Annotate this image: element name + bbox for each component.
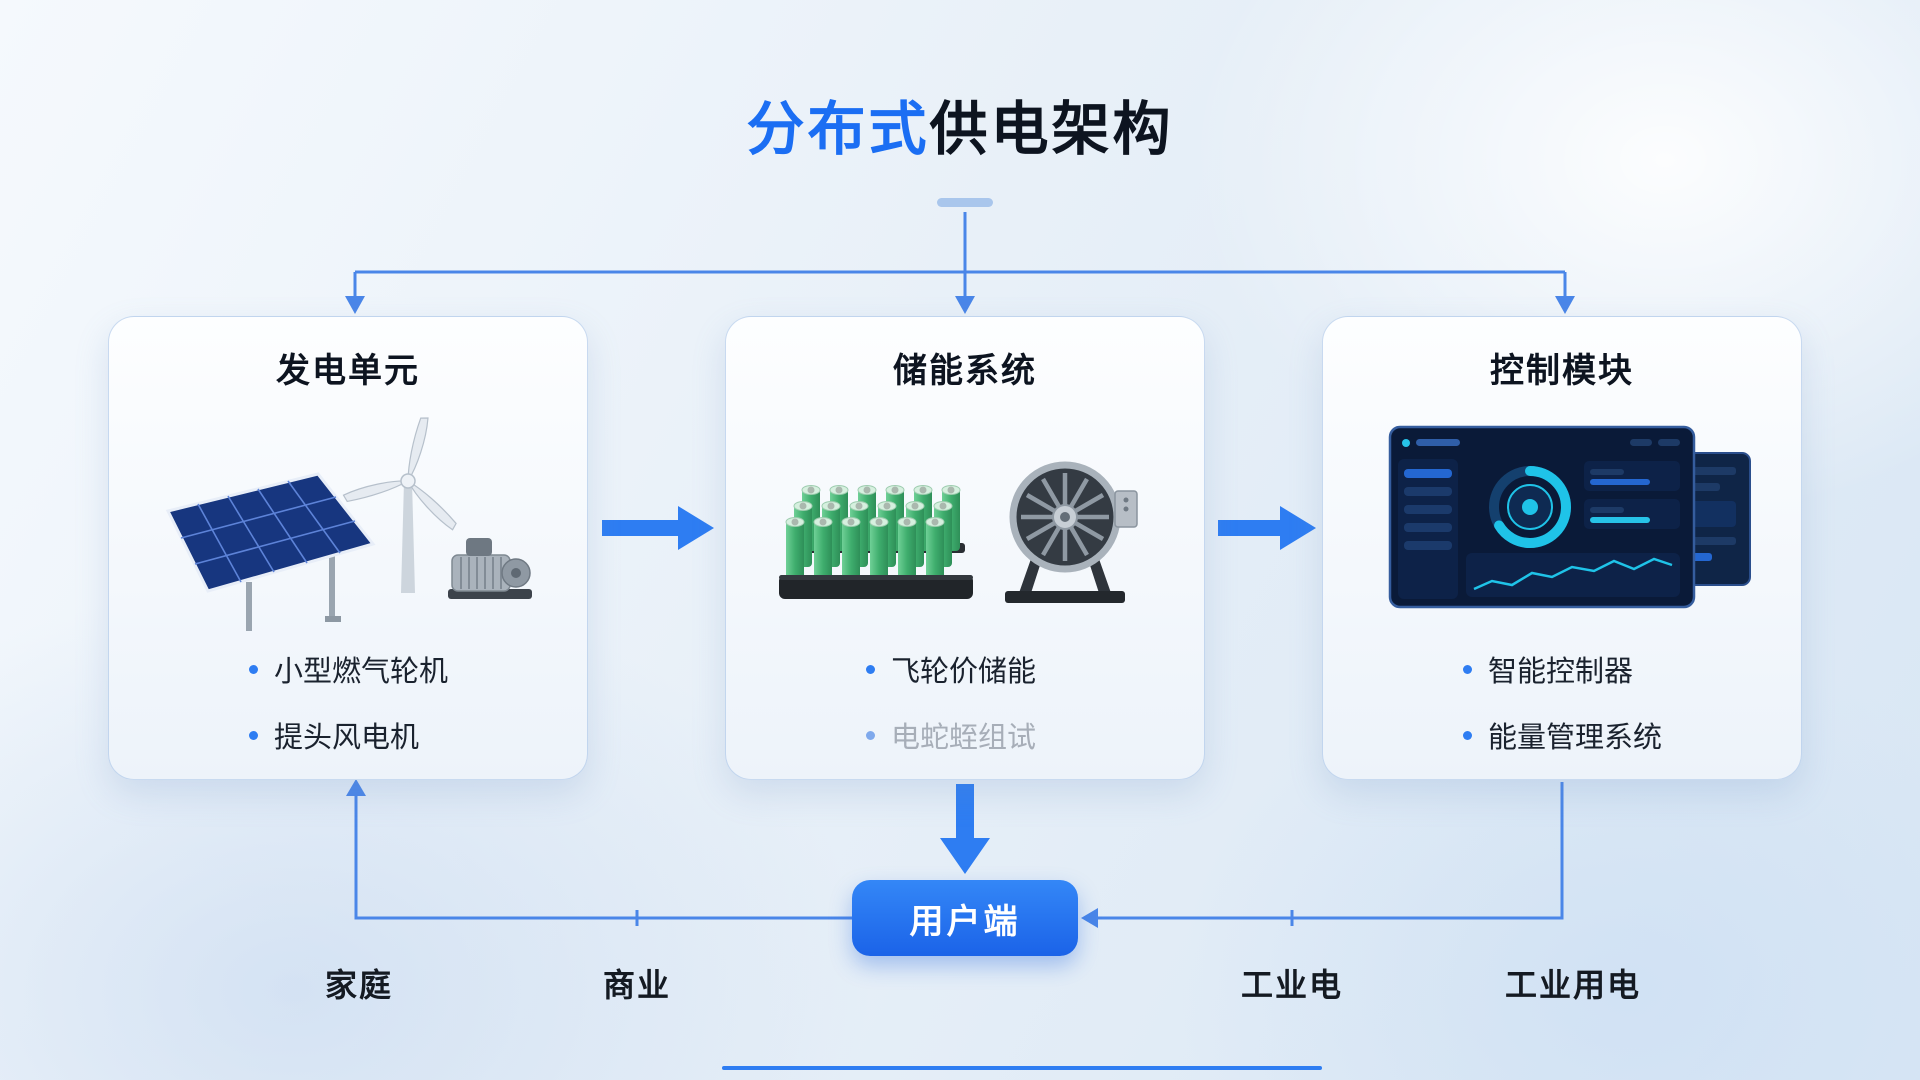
- page-title: 分布式供电架构: [0, 82, 1920, 166]
- label-home: 家庭: [324, 967, 394, 1003]
- battery-pack-icon: [779, 485, 973, 599]
- bullet-dot: [1463, 664, 1472, 674]
- dashboard-screen-icon: [1388, 425, 1696, 609]
- bullet-dot: [866, 664, 875, 674]
- label-industrial-power: 工业电: [1240, 967, 1344, 1003]
- bullet-item: 能量管理系统: [1463, 714, 1801, 756]
- bullet-text: 能量管理系统: [1488, 722, 1663, 754]
- solar-wind-generator-illustration: [109, 400, 587, 632]
- bullet-text: 电蛇蛭组试: [891, 722, 1037, 754]
- card-title: 发电单元: [276, 352, 420, 390]
- bottom-accent-line: [722, 1066, 1322, 1070]
- bullet-text: 智能控制器: [1488, 656, 1634, 688]
- title-rest: 供电架构: [929, 97, 1174, 162]
- gas-generator-icon: [448, 538, 532, 599]
- bullet-dot: [1463, 730, 1472, 740]
- title-underline: [937, 198, 993, 207]
- bullet-dot: [249, 664, 258, 674]
- bullet-dot: [249, 730, 258, 740]
- bullet-item: 提头风电机: [249, 714, 587, 756]
- bullet-list: 小型燃气轮机 提头风电机: [249, 648, 587, 756]
- arrow-storage-to-user: [940, 784, 990, 874]
- arrow-generation-to-storage: [602, 506, 714, 550]
- bullet-dot: [866, 730, 875, 740]
- arrow-down-into-control-card: [1555, 296, 1575, 314]
- bullet-text: 提头风电机: [274, 722, 420, 754]
- bullet-item: 电蛇蛭组试: [866, 714, 1204, 756]
- wind-turbine-icon: [342, 417, 457, 593]
- arrow-down-into-generation-card: [345, 296, 365, 314]
- bullet-text: 飞轮价储能: [891, 656, 1037, 688]
- bullet-list: 飞轮价储能 电蛇蛭组试: [866, 648, 1204, 756]
- label-commercial: 商业: [602, 967, 672, 1003]
- flywheel-icon: [1005, 461, 1138, 603]
- user-terminal-node: 用户端: [852, 880, 1078, 956]
- card-control: 控制模块: [1322, 316, 1802, 780]
- arrow-down-into-storage-card: [955, 296, 975, 314]
- bullet-list: 智能控制器 能量管理系统: [1463, 648, 1801, 756]
- user-terminal-label: 用户端: [909, 902, 1021, 941]
- arrow-up-into-generation-card: [346, 779, 366, 796]
- card-title: 储能系统: [893, 352, 1037, 390]
- bullet-item: 飞轮价储能: [866, 648, 1204, 690]
- control-dashboard-illustration: [1323, 400, 1801, 632]
- solar-panel-icon: [165, 472, 376, 631]
- title-highlight: 分布式: [746, 97, 930, 162]
- bullet-item: 小型燃气轮机: [249, 648, 587, 690]
- bullet-text: 小型燃气轮机: [274, 656, 449, 688]
- battery-flywheel-illustration: [726, 400, 1204, 632]
- label-industrial-electricity: 工业用电: [1504, 967, 1642, 1003]
- top-branch-lines: [353, 212, 1567, 298]
- card-storage: 储能系统: [725, 316, 1205, 780]
- card-title: 控制模块: [1490, 352, 1634, 390]
- arrow-left-into-user-node: [1081, 908, 1098, 928]
- bullet-item: 智能控制器: [1463, 648, 1801, 690]
- arrow-storage-to-control: [1218, 506, 1316, 550]
- card-generation: 发电单元: [108, 316, 588, 780]
